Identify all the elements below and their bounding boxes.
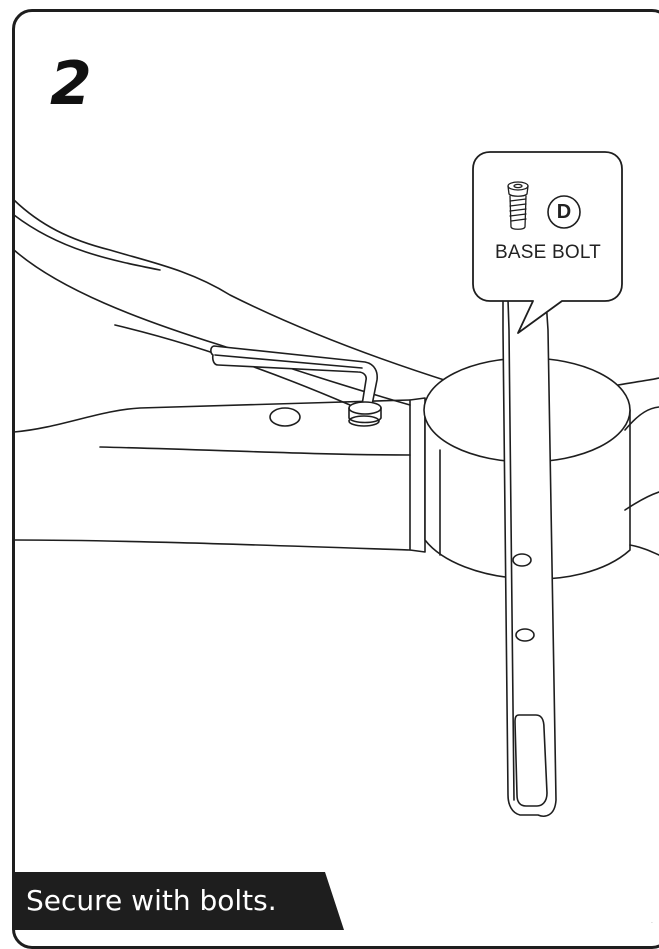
bolt-head-body (348, 407, 382, 424)
callout-label: BASE BOLT (495, 242, 601, 263)
right-leg-a (617, 377, 659, 386)
callout-letter-circle (547, 195, 581, 229)
hex-key (210, 345, 378, 406)
bolt-washer (348, 415, 380, 427)
front-leg-hole (269, 407, 301, 427)
right-leg-d (629, 544, 659, 556)
assembly-illustration (12, 151, 659, 930)
arm-hole-1 (512, 553, 532, 567)
step-number: 2 (50, 49, 92, 119)
caption-text: Secure with bolts. (26, 884, 277, 917)
rear-leg-bottom-edge (13, 249, 411, 406)
arm-hole-2 (515, 628, 535, 642)
bolt-icon (507, 181, 529, 230)
caption-background (12, 872, 344, 930)
front-leg-top-edge (13, 399, 411, 433)
arm-bracket (502, 299, 557, 817)
right-leg-c (624, 491, 659, 511)
right-leg-b (624, 406, 659, 431)
arm-slot (514, 714, 548, 807)
bolt-head-top (348, 401, 382, 415)
corner-mark: · (651, 920, 653, 927)
rear-leg-edge-2 (13, 214, 161, 271)
front-leg-bottom-edge (13, 539, 411, 551)
rear-leg-top-edge (13, 199, 461, 386)
arm-bracket-inner (507, 299, 515, 801)
front-leg-side-line (99, 446, 411, 456)
leg-end-cap (409, 397, 426, 553)
hex-key-edge (214, 354, 363, 369)
callout-letter: D (556, 201, 572, 223)
